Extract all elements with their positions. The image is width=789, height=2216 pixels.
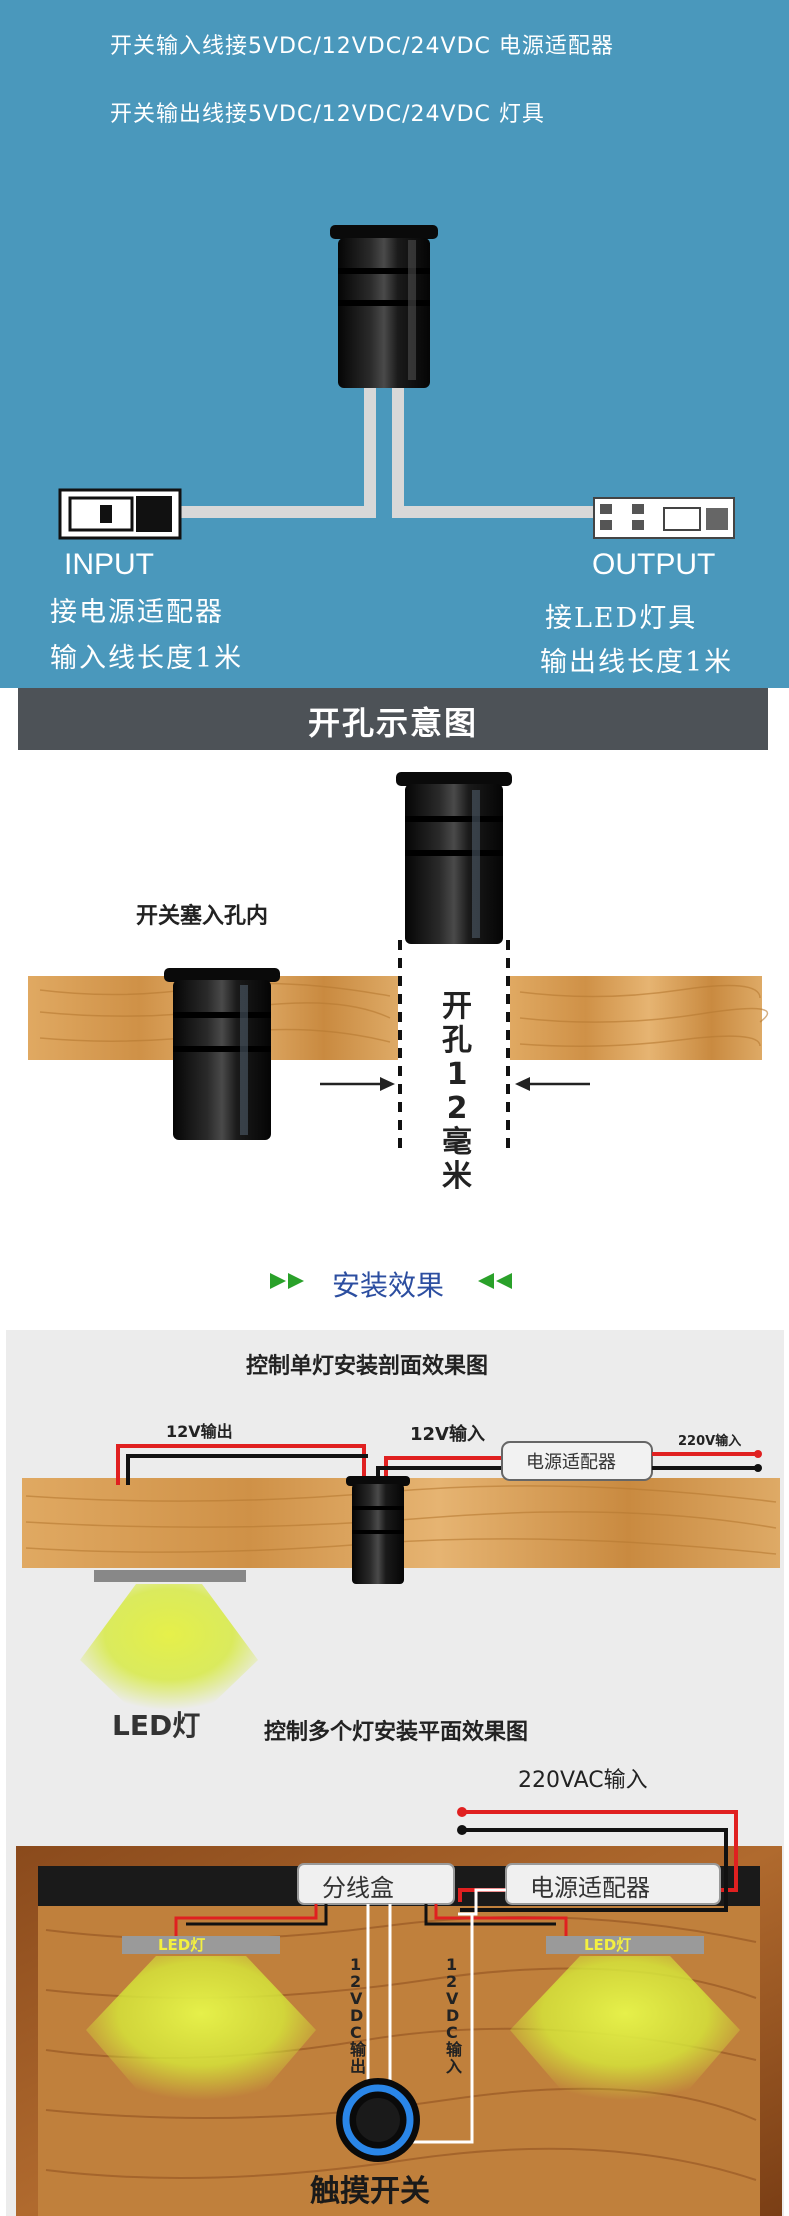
touch-switch-label: 触摸开关 <box>310 2174 430 2209</box>
plan-led-fixture-right <box>546 1936 704 1954</box>
plan-adapter-label: 电源适配器 <box>530 1874 650 1902</box>
section-in-12v: 12V输入 <box>410 1424 485 1445</box>
wood-board-right <box>510 976 762 1060</box>
section-view-title: 控制单灯安装剖面效果图 <box>246 1354 489 1379</box>
wiring-panel: 开关输入线接5VDC/12VDC/24VDC 电源适配器 开关输出线接5VDC/… <box>0 0 789 688</box>
plan-adapter-box <box>505 1863 721 1905</box>
junction-box <box>297 1863 455 1905</box>
hole-illustration <box>28 772 769 1150</box>
install-effects-panel: 控制单灯安装剖面效果图 <box>6 1330 784 2216</box>
effects-illustration <box>16 1441 782 2216</box>
section-led-fixture <box>94 1570 246 1582</box>
output-note: 开关输出线接5VDC/12VDC/24VDC 灯具 <box>110 102 545 127</box>
section-switch-icon <box>346 1476 410 1584</box>
input-connector-icon <box>58 488 182 540</box>
plan-led-glow-right <box>510 1956 740 2100</box>
input-note: 开关输入线接5VDC/12VDC/24VDC 电源适配器 <box>110 34 614 59</box>
plan-in-220vac: 220VAC输入 <box>518 1768 648 1793</box>
hole-size-label: 开孔12毫米 <box>442 989 472 1194</box>
install-header: 安装效果 <box>0 1240 789 1320</box>
output-desc-length: 输出线长度1米 <box>540 647 734 678</box>
input-label: INPUT <box>64 548 154 581</box>
section-adapter-label: 电源适配器 <box>526 1452 616 1473</box>
plan-out-12vdc: 12VDC输出 <box>350 1955 367 2076</box>
hole-header-bar: 开孔示意图 <box>18 688 768 750</box>
arrow-left-icon <box>478 1273 512 1289</box>
output-label: OUTPUT <box>592 548 716 581</box>
insert-label: 开关塞入孔内 <box>136 904 269 929</box>
install-title: 安装效果 <box>332 1269 445 1302</box>
output-desc-led: 接LED灯具 <box>545 603 698 634</box>
hole-header-title: 开孔示意图 <box>307 704 478 742</box>
section-led-label: LED灯 <box>112 1709 201 1742</box>
section-adapter-box <box>501 1441 653 1481</box>
touch-switch-icon <box>336 2078 420 2162</box>
section-out-12v: 12V输出 <box>166 1422 233 1441</box>
section-in-220v: 220V输入 <box>678 1434 742 1449</box>
section-led-glow <box>80 1584 258 1710</box>
input-desc-length: 输入线长度1米 <box>50 643 244 674</box>
plan-led-fixture-left <box>122 1936 280 1954</box>
plan-led-label-left: LED灯 <box>158 1936 206 1954</box>
hole-diagram: 开关塞入孔内 开孔12毫米 <box>0 750 789 1194</box>
arrow-right-icon <box>270 1273 304 1289</box>
wiring-illustration <box>58 225 735 540</box>
hole-size-arrows <box>320 1077 590 1091</box>
switch-in-hole-icon <box>164 968 280 1140</box>
output-connector-icon <box>593 497 735 539</box>
plan-led-label-right: LED灯 <box>584 1936 632 1954</box>
plan-in-12vdc: 12VDC输入 <box>446 1955 463 2076</box>
plan-led-glow-left <box>86 1956 316 2100</box>
plan-view-title: 控制多个灯安装平面效果图 <box>264 1720 529 1745</box>
input-desc-power: 接电源适配器 <box>50 597 224 628</box>
switch-icon <box>330 225 438 388</box>
junction-box-label: 分线盒 <box>322 1874 394 1902</box>
switch-above-hole-icon <box>396 772 512 944</box>
